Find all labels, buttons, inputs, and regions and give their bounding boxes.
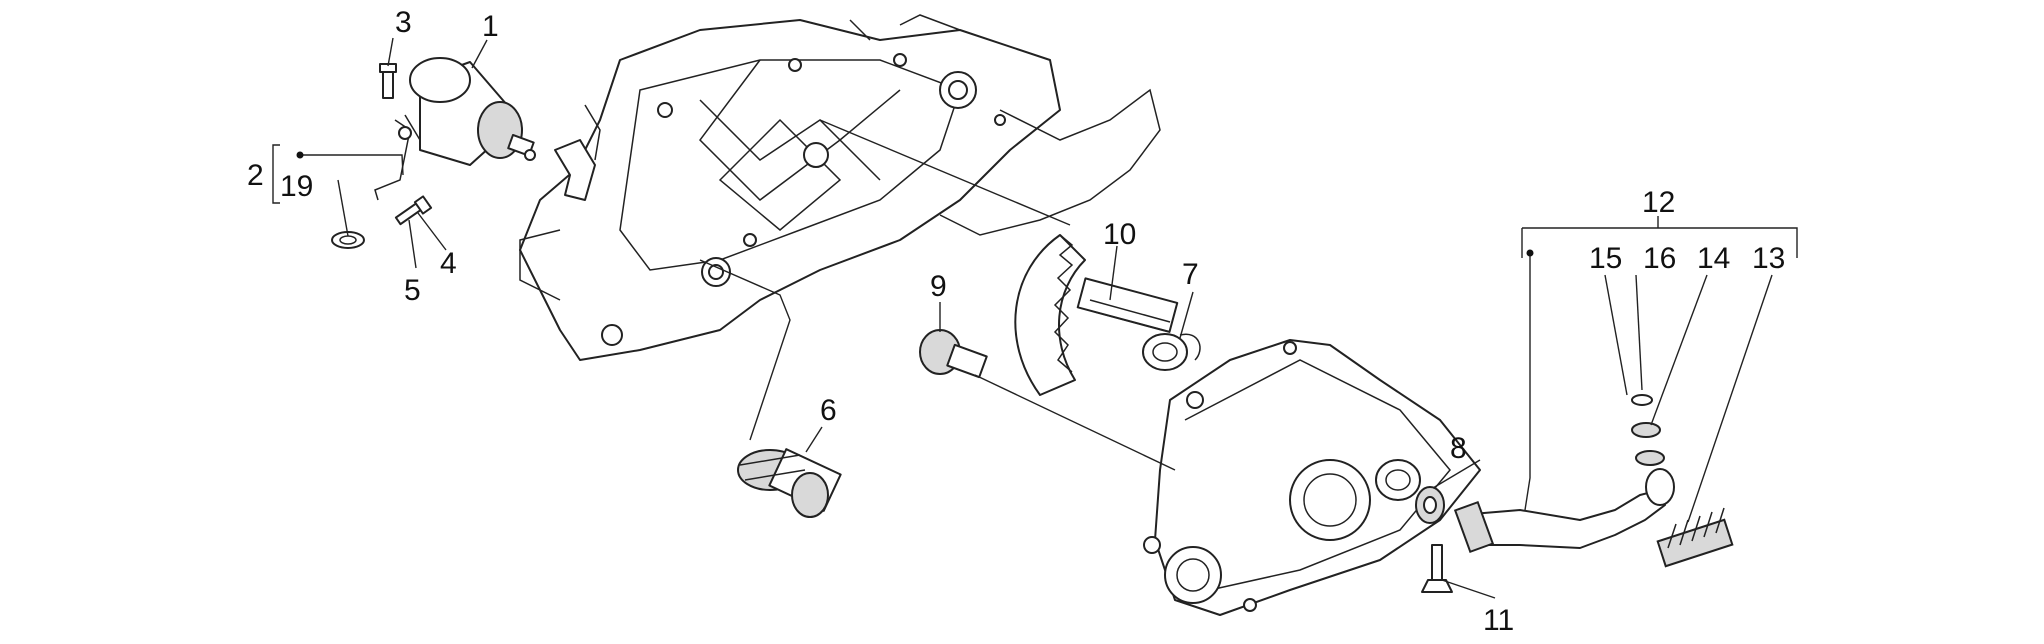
callout-7: 7 (1182, 258, 1199, 291)
callout-12: 12 (1642, 186, 1675, 219)
washer-8 (1415, 486, 1445, 524)
starter-motor (409, 57, 536, 166)
callout-19: 19 (280, 170, 313, 203)
callout-5: 5 (404, 274, 421, 307)
callout-1: 1 (482, 10, 499, 43)
bolt-4-5 (394, 195, 433, 226)
pivot-hardware (1631, 394, 1665, 466)
callout-9: 9 (930, 270, 947, 303)
rubber-grip-13 (1656, 507, 1734, 568)
callout-8: 8 (1450, 432, 1467, 465)
callout-4: 4 (440, 247, 457, 280)
screw-3 (379, 63, 397, 99)
callout-labels: 1 3 2 19 4 5 6 9 10 7 8 11 12 15 16 14 1… (247, 6, 1785, 637)
callout-6: 6 (820, 394, 837, 427)
callout-16: 16 (1643, 242, 1676, 275)
leader-lines (272, 37, 1798, 599)
transmission-cover (1143, 339, 1481, 616)
callout-13: 13 (1752, 242, 1785, 275)
gear-shaft-6 (737, 448, 842, 518)
callout-2: 2 (247, 159, 264, 192)
bush-9 (919, 329, 988, 379)
callout-15: 15 (1589, 242, 1622, 275)
kick-lever-12 (1453, 468, 1675, 554)
sector-gear-10 (1014, 234, 1179, 396)
callout-11: 11 (1483, 604, 1514, 637)
bracket-plate (554, 104, 601, 201)
spring-7 (1142, 333, 1201, 371)
callout-10: 10 (1103, 218, 1136, 251)
callout-14: 14 (1697, 242, 1730, 275)
crankcase (519, 14, 1061, 361)
washer-19 (331, 231, 365, 249)
starter-bracket (374, 114, 421, 201)
screw-11 (1421, 544, 1453, 593)
callout-3: 3 (395, 6, 412, 39)
gasket (939, 88, 1161, 236)
